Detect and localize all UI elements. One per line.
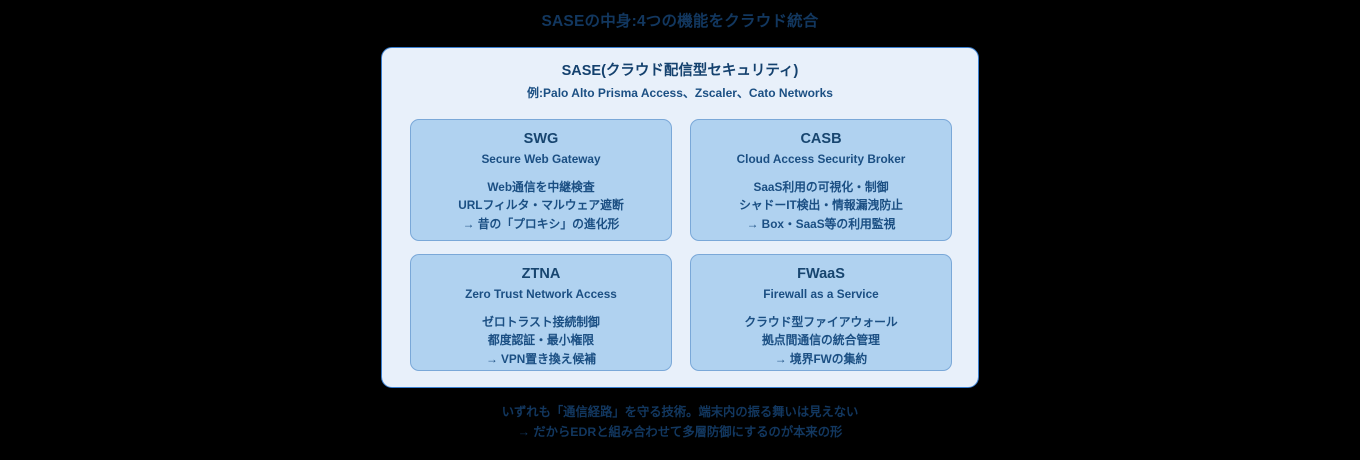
capability-description-line: → VPN置き換え候補	[485, 351, 597, 366]
capability-description-line: シャドーIT検出・情報漏洩防止	[739, 198, 903, 213]
capability-grid: SWG Secure Web Gateway Web通信を中継検査 URLフィル…	[410, 119, 952, 371]
figure-title: SASEの中身:4つの機能をクラウド統合	[541, 13, 819, 30]
capability-description-line: → 昔の「プロキシ」の進化形	[462, 216, 620, 231]
capability-box-swg: SWG Secure Web Gateway Web通信を中継検査 URLフィル…	[410, 119, 672, 241]
capability-abbr: SWG	[523, 131, 559, 147]
capability-description: ゼロトラスト接続制御 都度認証・最小権限 → VPN置き換え候補	[411, 313, 671, 368]
capability-full-name: Zero Trust Network Access	[465, 286, 617, 301]
capability-description-line: 都度認証・最小権限	[487, 333, 595, 348]
capability-description: SaaS利用の可視化・制御 シャドーIT検出・情報漏洩防止 → Box・SaaS…	[691, 178, 951, 233]
capability-full-name: Cloud Access Security Broker	[736, 151, 906, 166]
capability-description-line: クラウド型ファイアウォール	[744, 315, 898, 330]
capability-box-casb: CASB Cloud Access Security Broker SaaS利用…	[690, 119, 952, 241]
footer-note-line2: → だからEDRと組み合わせて多層防御にするのが本来の形	[517, 425, 843, 440]
capability-abbr: CASB	[800, 131, 842, 147]
sase-header-title: SASE(クラウド配信型セキュリティ)	[561, 63, 799, 79]
capability-description: クラウド型ファイアウォール 拠点間通信の統合管理 → 境界FWの集約	[691, 313, 951, 368]
sase-header-subtitle: 例:Palo Alto Prisma Access、Zscaler、Cato N…	[527, 85, 833, 100]
capability-description-line: 拠点間通信の統合管理	[762, 333, 880, 348]
capability-description-line: Web通信を中継検査	[487, 180, 595, 195]
capability-description-line: SaaS利用の可視化・制御	[753, 180, 889, 195]
footer-note: いずれも「通信経路」を守る技術。端末内の振る舞いは見えない → だからEDRと組…	[0, 402, 1360, 443]
footer-note-line1: いずれも「通信経路」を守る技術。端末内の振る舞いは見えない	[501, 405, 859, 419]
capability-full-name: Firewall as a Service	[763, 286, 879, 301]
capability-box-ztna: ZTNA Zero Trust Network Access ゼロトラスト接続制…	[410, 254, 672, 371]
capability-description: Web通信を中継検査 URLフィルタ・マルウェア遮断 → 昔の「プロキシ」の進化…	[411, 178, 671, 233]
sase-header: SASE(クラウド配信型セキュリティ) 例:Palo Alto Prisma A…	[382, 48, 978, 101]
sase-container: SASE(クラウド配信型セキュリティ) 例:Palo Alto Prisma A…	[381, 47, 979, 388]
capability-abbr: FWaaS	[797, 266, 845, 282]
capability-box-fwaas: FWaaS Firewall as a Service クラウド型ファイアウォー…	[690, 254, 952, 371]
capability-description-line: ゼロトラスト接続制御	[482, 315, 600, 330]
capability-description-line: URLフィルタ・マルウェア遮断	[458, 198, 624, 213]
capability-description-line: → 境界FWの集約	[774, 351, 868, 366]
capability-abbr: ZTNA	[521, 266, 561, 282]
capability-description-line: → Box・SaaS等の利用監視	[746, 216, 896, 231]
capability-full-name: Secure Web Gateway	[481, 151, 601, 166]
